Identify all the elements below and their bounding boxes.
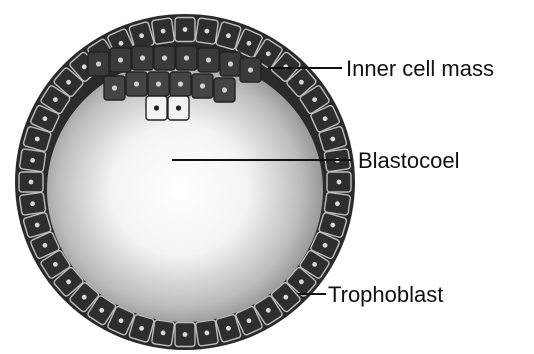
trophoblast-cell	[175, 18, 195, 42]
inner-cell-mass-cell	[170, 72, 191, 96]
inner-cell-mass-cell	[110, 48, 131, 72]
trophoblast-cell	[19, 172, 43, 192]
trophoblast-cell	[195, 18, 218, 45]
inner-cell-mass-cell	[148, 72, 169, 96]
inner-cell-mass-cell	[168, 96, 189, 120]
inner-cell-mass-cell	[154, 46, 175, 70]
trophoblast-cell	[151, 320, 174, 347]
inner-cell-mass-cell	[104, 76, 125, 100]
inner-cell-mass-cell	[220, 52, 241, 76]
inner-cell-mass-cell	[240, 58, 261, 82]
trophoblast-cell	[195, 320, 218, 347]
trophoblast-cell	[175, 323, 195, 347]
inner-cell-mass-cell	[146, 96, 167, 120]
trophoblast-cell	[151, 18, 174, 45]
trophoblast-cell	[324, 192, 351, 215]
inner-cell-mass-label: Inner cell mass	[346, 56, 494, 81]
inner-cell-mass-cell	[88, 52, 109, 76]
inner-cell-mass-cell	[192, 74, 213, 98]
inner-cell-mass-cell	[214, 78, 235, 102]
inner-cell-mass-cell	[176, 46, 197, 70]
inner-cell-mass-cell	[126, 72, 147, 96]
trophoblast-label: Trophoblast	[328, 282, 443, 307]
blastocoel-label: Blastocoel	[358, 148, 460, 173]
trophoblast-cell	[19, 149, 46, 172]
trophoblast-cell	[19, 192, 46, 215]
inner-cell-mass-cell	[198, 48, 219, 72]
inner-cell-mass-cell	[132, 46, 153, 70]
trophoblast-cell	[327, 172, 351, 192]
